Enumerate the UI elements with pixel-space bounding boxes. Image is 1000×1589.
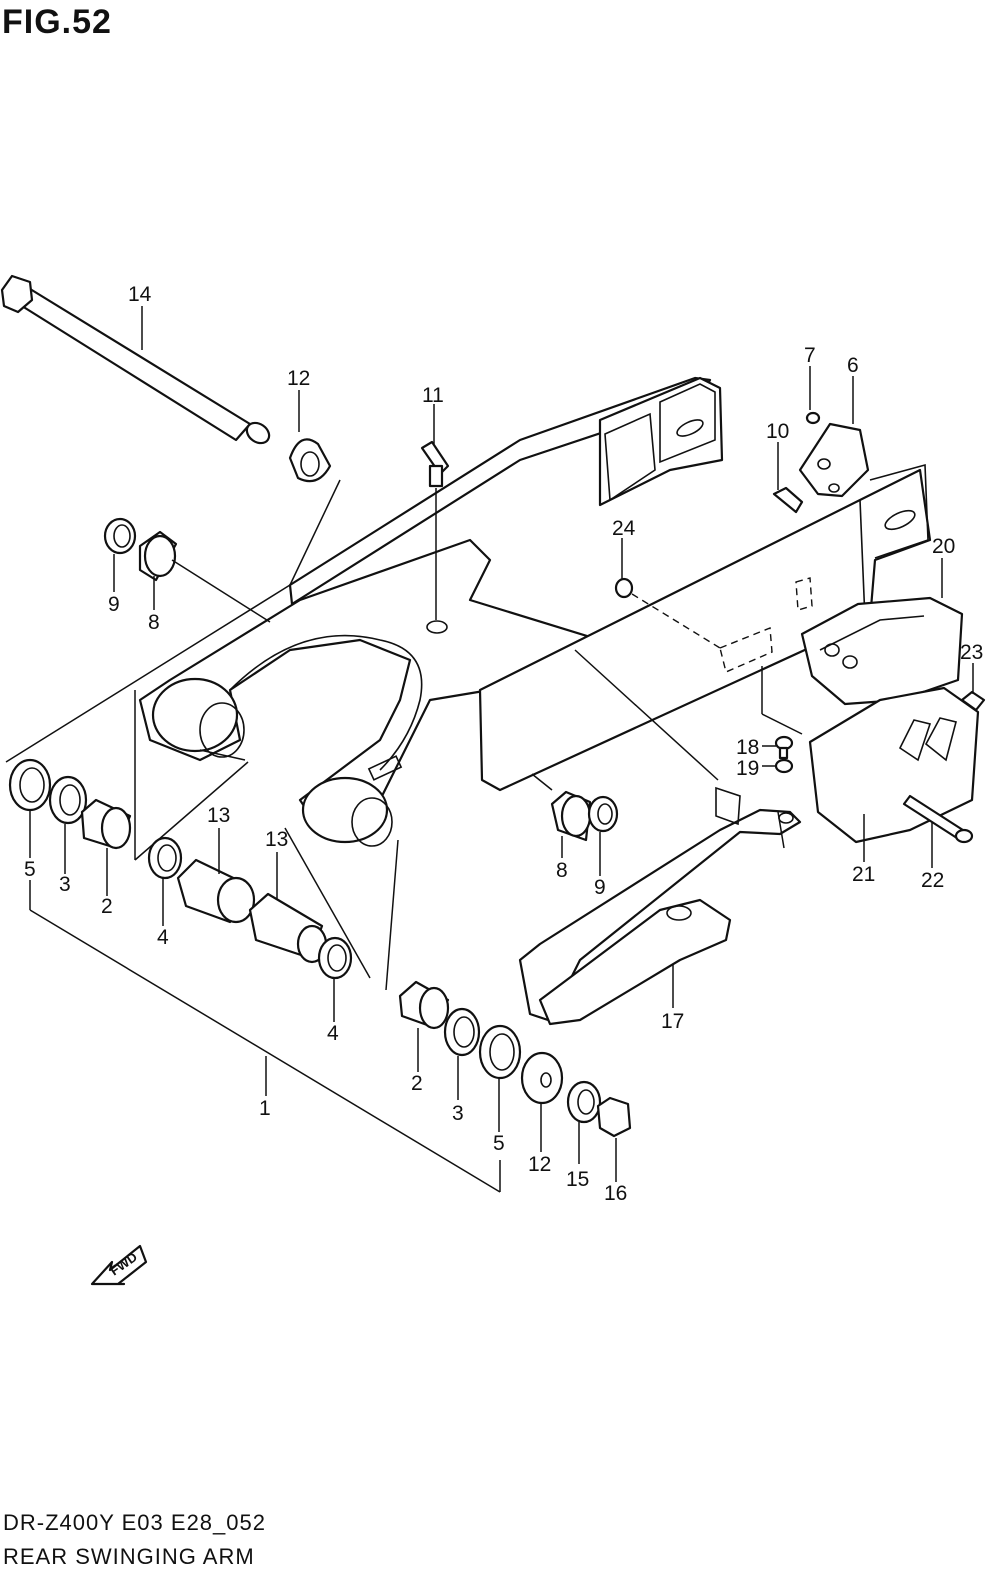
callout-label: 7 (804, 344, 816, 367)
callout-label: 24 (612, 517, 636, 540)
callout-label: 20 (932, 535, 955, 558)
pivot-shaft (0, 274, 271, 445)
callout-label: 8 (148, 611, 160, 634)
callout-label: 3 (452, 1102, 464, 1125)
callout-label: 13 (207, 804, 230, 827)
callout-label: 3 (59, 873, 71, 896)
callout-label: 13 (265, 828, 288, 851)
callout-label: 9 (594, 876, 606, 899)
callout-label: 12 (528, 1153, 551, 1176)
callout-label: 11 (422, 384, 444, 407)
callout-label: 5 (493, 1132, 505, 1155)
chain-buffer (518, 786, 802, 1026)
bearing-parts-right (288, 438, 632, 1138)
callout-label: 22 (921, 869, 944, 892)
callout-label: 8 (556, 859, 568, 882)
bolt-23 (960, 690, 986, 712)
callout-label: 12 (287, 367, 310, 390)
bolt-7 (805, 411, 821, 425)
callout-label: 15 (566, 1168, 589, 1191)
collar-24 (614, 577, 634, 599)
callout-label: 23 (960, 641, 983, 664)
callout-label: 5 (24, 858, 36, 881)
section-name: REAR SWINGING ARM (3, 1544, 255, 1569)
grease-nipple (420, 440, 450, 488)
callout-labels: 1 2 2 3 3 4 4 5 5 6 7 8 8 9 9 10 11 12 1… (24, 283, 983, 1205)
figure-title: FIG.52 (2, 3, 112, 41)
callout-label: 2 (101, 895, 113, 918)
screw-18 (774, 735, 794, 760)
bearing-parts-left (8, 517, 353, 980)
callout-label: 18 (736, 736, 759, 759)
callout-label: 16 (604, 1182, 627, 1205)
bolt-22 (902, 794, 974, 844)
leader-lines (29, 306, 974, 1182)
callout-label: 17 (661, 1010, 684, 1033)
callout-label: 19 (736, 757, 759, 780)
adjuster-plate (798, 422, 870, 498)
callout-label: 21 (852, 863, 875, 886)
washer-19 (774, 758, 794, 774)
assembly-lines (5, 479, 803, 1193)
callout-label: 10 (766, 420, 789, 443)
chain-guide (800, 596, 980, 844)
callout-label: 1 (259, 1097, 271, 1120)
callout-label: 6 (847, 354, 859, 377)
fwd-arrow: FWD (90, 1244, 148, 1286)
swinging-arm-body (138, 376, 932, 847)
callout-label: 9 (108, 593, 120, 616)
callout-label: 4 (327, 1022, 339, 1045)
callout-label: 2 (411, 1072, 423, 1095)
callout-label: 14 (128, 283, 152, 306)
model-code: DR-Z400Y E03 E28_052 (3, 1510, 266, 1535)
callout-label: 4 (157, 926, 169, 949)
bolt-10 (772, 486, 804, 514)
